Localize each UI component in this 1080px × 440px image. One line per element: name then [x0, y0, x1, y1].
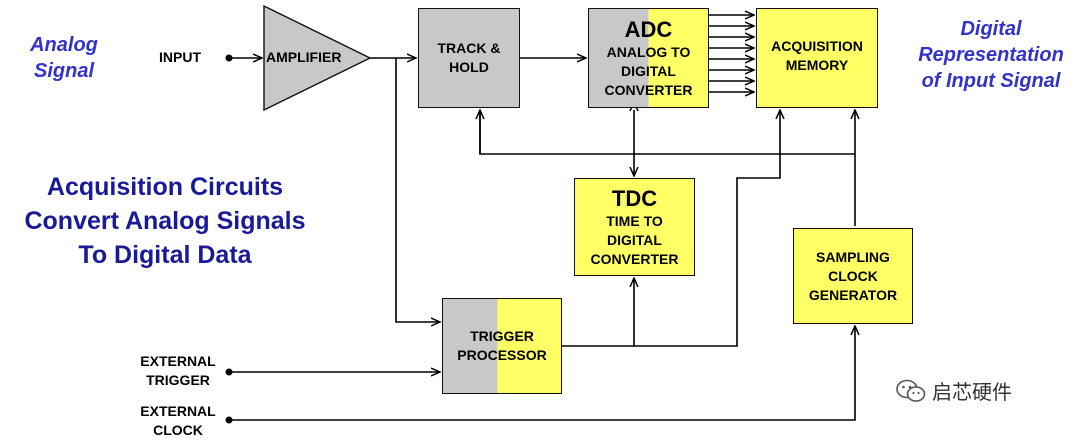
adc-line2: DIGITAL [621, 62, 676, 79]
sampling-clock-line1: SAMPLING [816, 248, 890, 265]
tdc-block: TDC TIME TO DIGITAL CONVERTER [574, 178, 695, 276]
main-title: Acquisition Circuits Convert Analog Sign… [0, 170, 330, 272]
tdc-line1: TIME TO [606, 212, 663, 229]
ext-trigger-line2: TRIGGER [146, 372, 210, 388]
acq-memory-line2: MEMORY [785, 57, 849, 73]
input-label: INPUT [159, 49, 201, 65]
digital-representation-caption: Digital Representation of Input Signal [906, 16, 1076, 94]
ext-trigger-line1: EXTERNAL [140, 353, 216, 369]
ext-clock-wire [229, 326, 855, 421]
digital-caption-line2: Representation [918, 44, 1064, 66]
trigger-to-memory-wire [634, 154, 781, 347]
adc-heading: ADC [624, 16, 673, 42]
ext-clock-line1: EXTERNAL [140, 403, 216, 419]
trigger-proc-line2: PROCESSOR [457, 347, 547, 363]
acquisition-memory-block: ACQUISITION MEMORY [756, 8, 878, 108]
analog-signal-caption: Analog Signal [18, 32, 110, 84]
acq-memory-line1: ACQUISITION [771, 38, 863, 54]
watermark-text: 启芯硬件 [932, 382, 1012, 404]
sampling-clock-generator-block: SAMPLING CLOCK GENERATOR [793, 228, 913, 324]
wechat-icon [896, 379, 926, 402]
analog-caption-line1: Analog [30, 34, 98, 56]
sampling-clock-line3: GENERATOR [808, 286, 898, 303]
adc-to-memory-bus [709, 15, 754, 92]
main-title-line2: Convert Analog Signals [24, 207, 306, 235]
tdc-line2: DIGITAL [607, 231, 662, 248]
trigger-proc-line1: TRIGGER [470, 328, 534, 344]
adc-line1: ANALOG TO [606, 43, 691, 60]
digital-caption-line1: Digital [960, 18, 1022, 40]
main-title-line3: To Digital Data [78, 241, 252, 269]
adc-line3: CONVERTER [604, 81, 693, 98]
track-hold-line2: HOLD [449, 59, 489, 75]
trigger-to-tdc-wire [562, 278, 634, 347]
watermark: 启芯硬件 [896, 376, 1012, 405]
tdc-line3: CONVERTER [590, 250, 679, 267]
sampling-clock-line2: CLOCK [828, 267, 878, 284]
trigger-processor-block: TRIGGER PROCESSOR [442, 298, 562, 394]
amplifier-label: AMPLIFIER [266, 49, 342, 65]
amplifier-triangle [263, 4, 372, 112]
ext-clock-line2: CLOCK [153, 422, 203, 438]
amp-to-trigger-wire [395, 58, 440, 322]
analog-caption-line2: Signal [33, 60, 94, 82]
clock-bus-wire [479, 112, 855, 155]
tdc-heading: TDC [611, 185, 658, 211]
track-hold-line1: TRACK & [437, 40, 501, 56]
main-title-line1: Acquisition Circuits [46, 173, 284, 201]
digital-caption-line3: of Input Signal [921, 70, 1061, 92]
adc-block: ADC ANALOG TO DIGITAL CONVERTER [588, 8, 709, 108]
track-hold-block: TRACK & HOLD [418, 8, 520, 108]
external-clock-label: EXTERNAL CLOCK [130, 402, 226, 440]
external-trigger-label: EXTERNAL TRIGGER [130, 352, 226, 390]
